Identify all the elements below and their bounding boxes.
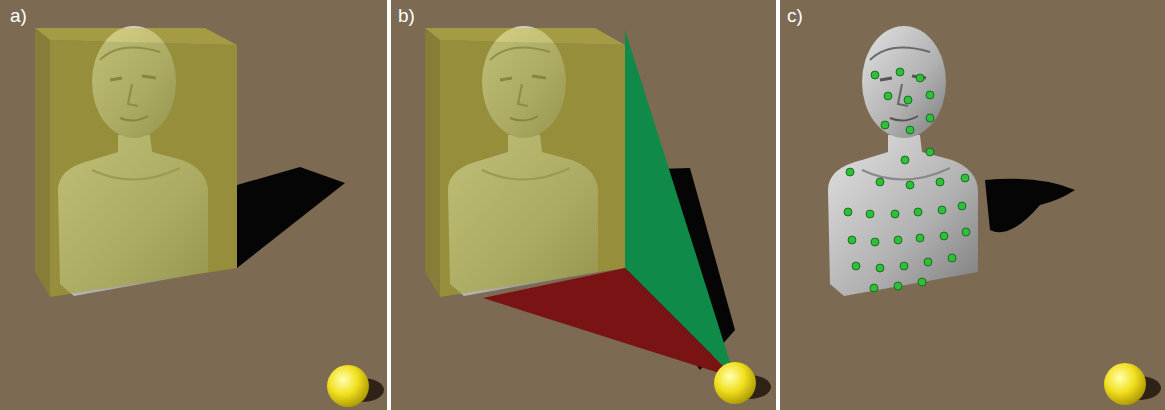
panel-label: c)	[787, 6, 803, 25]
panel-label: a)	[10, 6, 27, 25]
panel-label: b)	[398, 6, 415, 25]
